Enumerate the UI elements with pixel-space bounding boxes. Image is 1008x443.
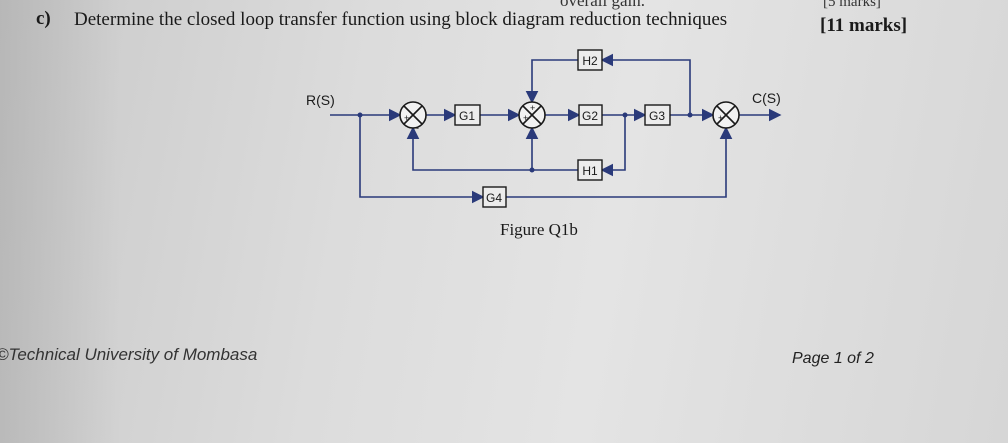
block-h2: H2 bbox=[582, 54, 598, 68]
page-shadow bbox=[0, 0, 120, 443]
sign-s3-plus: + bbox=[718, 113, 723, 123]
block-g3: G3 bbox=[649, 109, 665, 123]
summing-junction-3 bbox=[712, 101, 740, 129]
sign-s2-plus-left: + bbox=[523, 113, 528, 123]
question-label: c) bbox=[36, 8, 51, 29]
page-number: Page 1 of 2 bbox=[792, 350, 874, 367]
sign-s1-plus: + bbox=[404, 113, 409, 123]
block-g4: G4 bbox=[486, 191, 502, 205]
previous-question-marks: [5 marks] bbox=[823, 0, 881, 10]
h1-feedback-out bbox=[406, 126, 578, 171]
h2-feedback-in bbox=[600, 53, 691, 115]
block-h1: H1 bbox=[582, 164, 598, 178]
summing-junction-2 bbox=[518, 101, 546, 129]
question-text: Determine the closed loop transfer funct… bbox=[74, 9, 728, 30]
question-marks: [11 marks] bbox=[820, 15, 908, 36]
previous-question-fragment: overall gain. bbox=[560, 0, 645, 10]
block-g1: G1 bbox=[459, 109, 475, 123]
g4-path-in bbox=[359, 115, 485, 204]
figure-caption: Figure Q1b bbox=[500, 220, 578, 239]
institution-footer: ©Technical University of Mombasa bbox=[0, 345, 258, 364]
sign-s1-minus: - bbox=[416, 123, 419, 133]
g4-path-out bbox=[506, 126, 733, 198]
input-label: R(S) bbox=[306, 92, 335, 108]
output-label: C(S) bbox=[752, 90, 781, 106]
block-diagram: + - + + + G1 G2 G3 G4 H1 H2 R(S) C(S) bbox=[306, 49, 782, 208]
summing-junction-1 bbox=[399, 101, 427, 129]
h2-feedback-out bbox=[525, 59, 578, 104]
block-g2: G2 bbox=[582, 109, 598, 123]
sign-s2-plus-top: + bbox=[530, 103, 535, 113]
h1-feedback-in bbox=[600, 115, 626, 177]
